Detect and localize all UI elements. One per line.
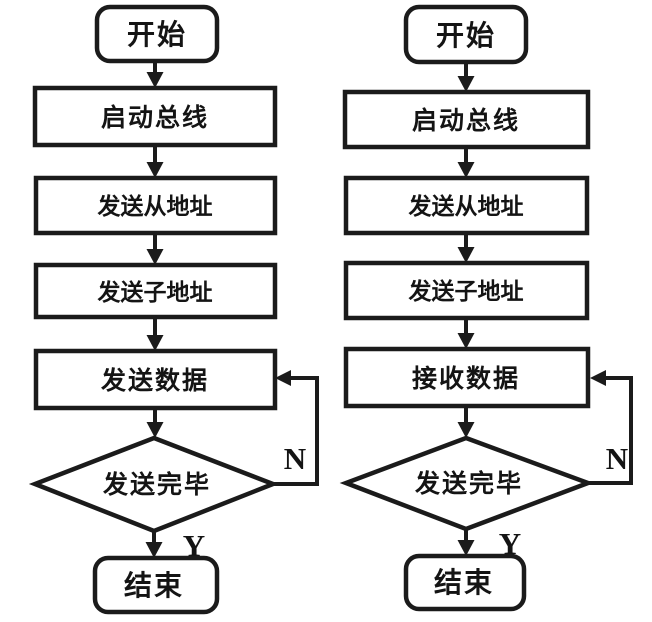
arrow-head-icon: [457, 76, 475, 92]
process-node-label: 发送子地址: [97, 279, 213, 305]
decision-node-label: 发送完毕: [102, 470, 211, 499]
process-node-shape: [343, 175, 590, 236]
arrow-head-icon: [457, 333, 475, 349]
start-node-label: 开始: [436, 20, 496, 51]
process-node-shape: [343, 260, 590, 321]
process-node-shape: [33, 262, 278, 320]
process-node-label: 发送数据: [100, 366, 209, 395]
flowchart-send: 开始 启动总线 发送从地址 发送子地址 发送数据 发送完毕 N Y 结束: [28, 4, 319, 615]
arrow-head-icon: [457, 422, 475, 438]
process-node-shape: [342, 89, 591, 150]
arrow-head-icon: [146, 335, 164, 351]
arrow-head-icon: [457, 247, 475, 263]
arrow-head-icon: [146, 422, 164, 438]
yes-label: Y: [499, 526, 521, 561]
arrow-head-icon: [145, 542, 163, 558]
loop-arrow: [273, 376, 319, 486]
process-node-shape: [32, 85, 278, 148]
arrow-head-icon: [146, 162, 164, 178]
arrow-head-icon: [146, 72, 164, 88]
process-node-label: 发送从地址: [97, 193, 213, 219]
no-label: N: [606, 441, 628, 476]
flowchart-receive: 开始 启动总线 发送从地址 发送子地址 接收数据 发送完毕 N Y 结束: [339, 4, 633, 612]
process-node-label: 接收数据: [412, 365, 520, 393]
process-node-label: 发送从地址: [408, 193, 524, 219]
arrow-head-icon: [146, 249, 164, 265]
loop-arrow: [588, 376, 633, 485]
start-node-label: 开始: [127, 19, 187, 50]
decision-node-label: 发送完毕: [414, 469, 523, 498]
arrow-head-icon: [457, 162, 475, 178]
arrow-head-icon: [275, 370, 291, 386]
end-node-label: 结束: [434, 567, 494, 598]
arrow-head-icon: [590, 370, 606, 386]
process-node-label: 启动总线: [101, 103, 209, 132]
no-label: N: [284, 441, 306, 476]
process-node-label: 启动总线: [412, 106, 520, 135]
arrow-head-icon: [457, 540, 475, 556]
yes-label: Y: [183, 528, 205, 563]
end-node-label: 结束: [124, 570, 184, 601]
process-node-label: 发送子地址: [408, 278, 524, 304]
end-node-shape: [92, 555, 220, 615]
end-node-shape: [403, 553, 527, 612]
